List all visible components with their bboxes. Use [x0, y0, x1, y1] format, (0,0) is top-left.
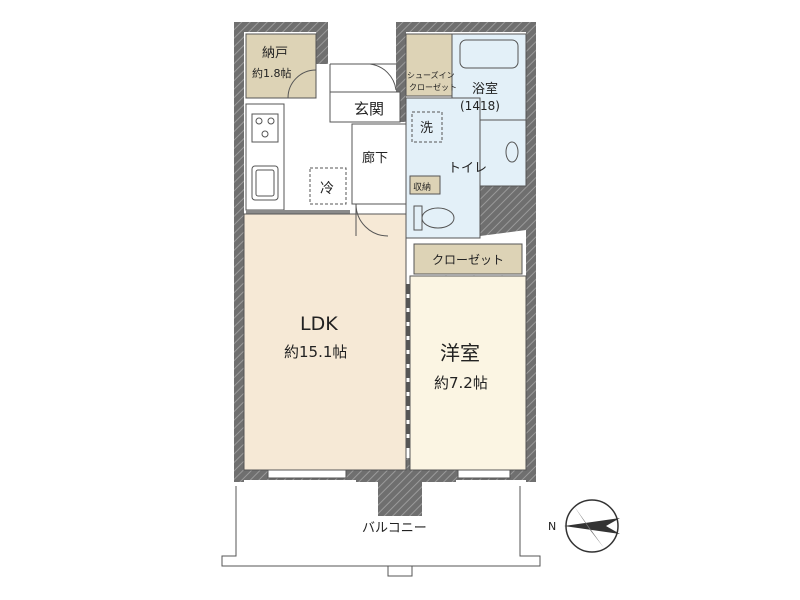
washer-space	[411, 111, 443, 143]
small-storage	[409, 175, 441, 195]
fridge-name: 冷	[320, 181, 334, 197]
entrance-name: 玄関	[354, 100, 384, 118]
compass-label: N	[548, 520, 556, 533]
compass-icon	[564, 499, 620, 553]
storage-door	[287, 69, 317, 99]
fridge-space	[309, 167, 347, 205]
ldk-name: LDK	[300, 313, 338, 335]
shoe-closet-line1: シューズイン	[407, 70, 455, 80]
stove-icon	[251, 113, 279, 143]
sink-icon	[251, 165, 279, 201]
washer-name: 洗	[420, 121, 433, 136]
balcony-name: バルコニー	[362, 521, 427, 536]
western-room-area: 約7.2帖	[434, 374, 488, 392]
ldk-area: 約15.1帖	[284, 343, 347, 361]
bathroom-name: 浴室	[472, 81, 498, 97]
ldk-door	[355, 203, 389, 237]
bathtub-icon	[459, 39, 519, 69]
western-room	[409, 275, 527, 471]
storage-name: 納戸	[262, 46, 288, 61]
room-window	[457, 469, 511, 479]
small-storage-name: 収納	[413, 181, 431, 193]
washbasin-icon	[505, 141, 519, 163]
kitchen-wall	[246, 210, 350, 214]
entrance-door	[329, 63, 397, 92]
hallway-name: 廊下	[362, 150, 388, 166]
bathroom-size: (1418)	[460, 99, 500, 113]
closet-name: クローゼット	[432, 253, 504, 267]
wash-area	[405, 97, 481, 239]
storage-area: 約1.8帖	[252, 66, 292, 80]
entrance-area	[329, 91, 401, 123]
shoe-closet-line2: クローゼット	[409, 82, 457, 92]
toilet-name: トイレ	[448, 161, 487, 176]
hallway-area	[351, 123, 407, 205]
closet	[413, 243, 523, 275]
western-room-name: 洋室	[440, 341, 480, 365]
ldk-window	[267, 469, 347, 479]
toilet-room	[479, 119, 527, 187]
toilet-icon	[413, 205, 455, 231]
storage-room	[245, 33, 317, 99]
ldk-room	[243, 213, 407, 471]
balcony	[221, 478, 541, 577]
